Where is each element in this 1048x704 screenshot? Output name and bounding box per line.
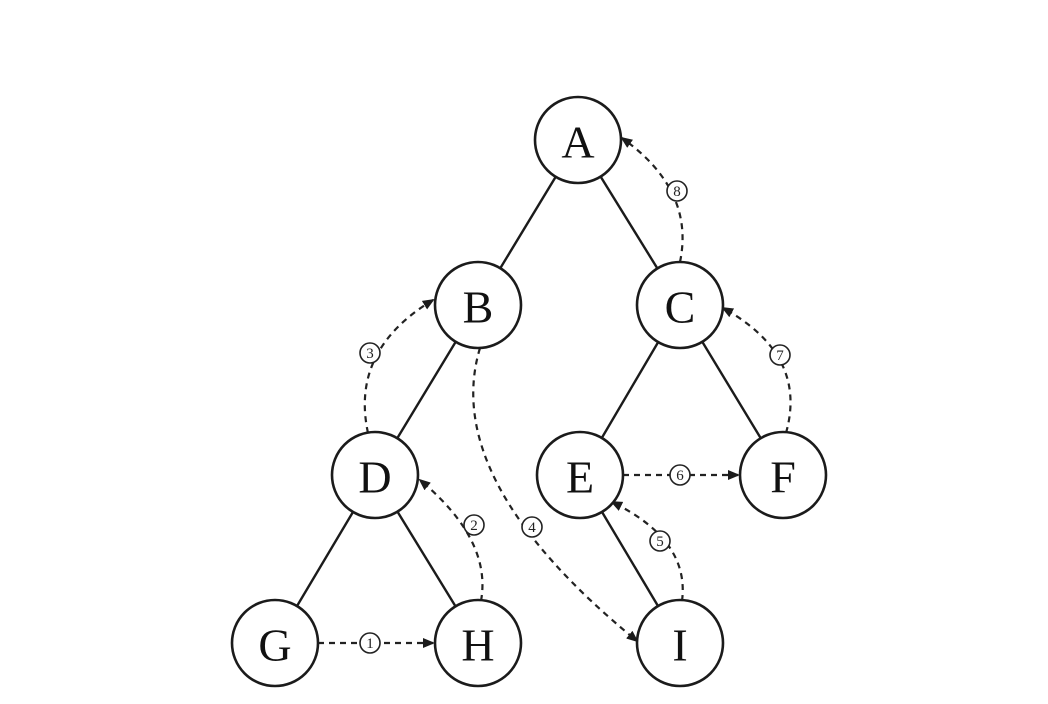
- node-label: D: [358, 452, 391, 503]
- node-d: D: [330, 430, 420, 520]
- node-h: H: [433, 598, 523, 688]
- step-number: 2: [470, 518, 478, 534]
- node-b: B: [433, 260, 523, 350]
- node-circle: [533, 95, 623, 185]
- step-badge: [359, 342, 381, 364]
- thread-arrows: 1 2 3 4 5 6 7 8: [318, 136, 792, 654]
- step-badge: [463, 514, 485, 536]
- thread-arrow: [418, 478, 484, 602]
- tree-edges: [273, 139, 785, 644]
- thread-arrow: [472, 347, 639, 643]
- node-i: I: [635, 598, 725, 688]
- node-label: E: [566, 452, 594, 503]
- thread-arrow: [363, 298, 435, 434]
- thread-g-to-h: 1: [318, 632, 435, 654]
- step-number: 4: [528, 520, 536, 536]
- step-badge: [666, 180, 688, 202]
- step-badge: [669, 464, 691, 486]
- node-f: F: [738, 430, 828, 520]
- step-badge: [649, 530, 671, 552]
- step-number: 8: [673, 184, 681, 200]
- thread-c-to-a: 8: [620, 136, 688, 263]
- node-circle: [433, 598, 523, 688]
- node-label: C: [665, 282, 696, 333]
- node-label: I: [672, 620, 687, 671]
- thread-i-to-e: 5: [610, 501, 684, 602]
- node-circle: [635, 260, 725, 350]
- node-label: G: [258, 620, 291, 671]
- node-g: G: [230, 598, 320, 688]
- node-label: B: [463, 282, 494, 333]
- thread-e-to-f: 6: [623, 464, 740, 486]
- step-number: 1: [366, 636, 374, 652]
- node-label: F: [770, 452, 796, 503]
- step-badge: [521, 516, 543, 538]
- step-badge: [769, 344, 791, 366]
- step-number: 5: [656, 534, 664, 550]
- node-label: H: [461, 620, 494, 671]
- step-number: 6: [676, 468, 684, 484]
- tree-nodes: A B C D E F G H I: [230, 95, 828, 688]
- thread-f-to-c: 7: [721, 307, 792, 434]
- thread-h-to-d: 2: [418, 478, 485, 602]
- node-circle: [635, 598, 725, 688]
- node-circle: [738, 430, 828, 520]
- node-label: A: [561, 117, 594, 168]
- node-e: E: [535, 430, 625, 520]
- step-number: 7: [776, 348, 784, 364]
- node-circle: [330, 430, 420, 520]
- step-number: 3: [366, 346, 374, 362]
- node-circle: [433, 260, 523, 350]
- node-circle: [535, 430, 625, 520]
- node-a: A: [533, 95, 623, 185]
- step-badge: [359, 632, 381, 654]
- node-circle: [230, 598, 320, 688]
- thread-d-to-b: 3: [359, 298, 435, 434]
- node-c: C: [635, 260, 725, 350]
- thread-b-to-i: 4: [472, 347, 639, 643]
- thread-arrow: [721, 307, 792, 434]
